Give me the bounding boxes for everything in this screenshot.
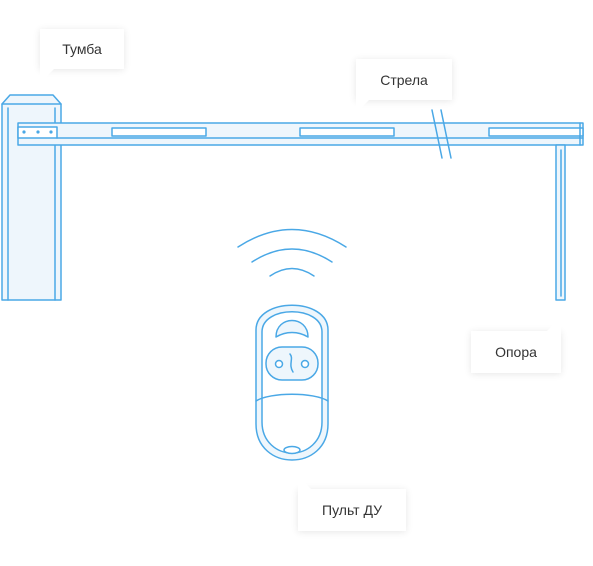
callout-pointer — [40, 69, 54, 83]
remote-control-icon — [255, 304, 329, 461]
callout-pointer — [547, 317, 561, 331]
callout-pointer — [356, 100, 369, 113]
pedestal-label: Тумба — [40, 29, 124, 83]
pedestal-label-text: Тумба — [62, 41, 102, 57]
callout-pointer — [298, 476, 311, 489]
support-label: Опора — [471, 317, 561, 373]
boom-support-icon — [555, 144, 566, 301]
support-label-text: Опора — [495, 344, 537, 360]
boom-label-text: Стрела — [380, 71, 428, 88]
wireless-signal-icon — [237, 228, 347, 277]
remote-label-text: Пульт ДУ — [322, 502, 382, 518]
boom-label: Стрела — [356, 59, 452, 113]
remote-label: Пульт ДУ — [298, 476, 406, 531]
barrier-pedestal-icon — [1, 94, 62, 301]
barrier-boom-icon — [17, 109, 584, 159]
